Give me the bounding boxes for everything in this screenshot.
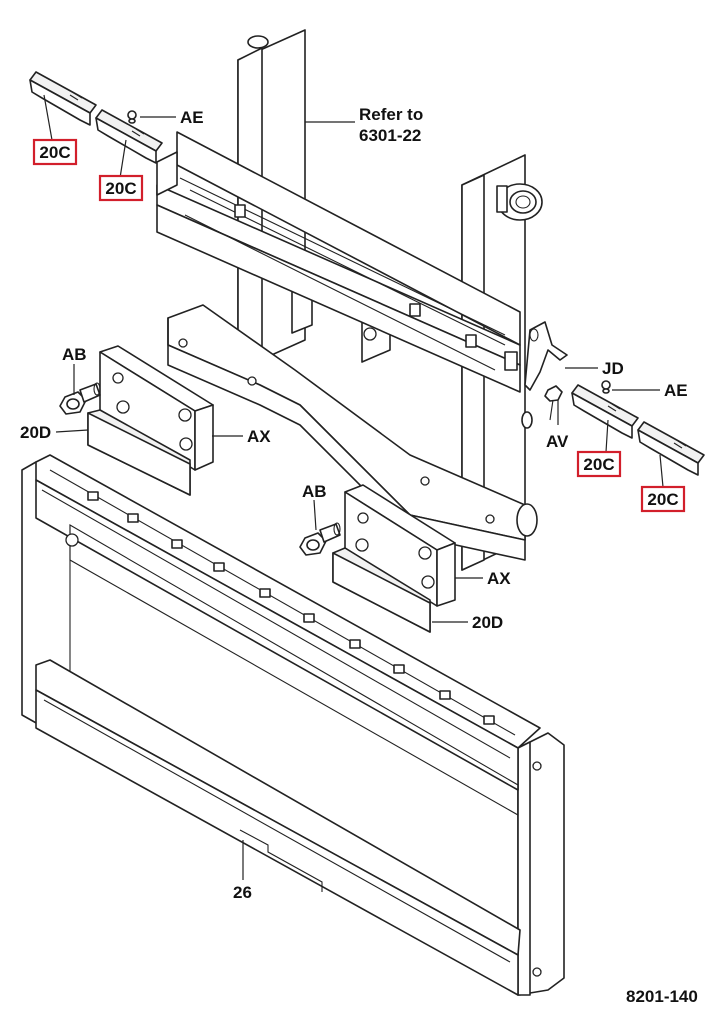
label-part-26: 26 <box>233 883 252 902</box>
label-ax-left: AX <box>247 427 271 446</box>
hook-pad-20c-3 <box>571 384 639 439</box>
label-ax-right: AX <box>487 569 511 588</box>
bolt-ab-right <box>299 522 341 556</box>
label-refer-line2: 6301-22 <box>359 126 421 145</box>
callout-20c-4[interactable]: 20C <box>640 485 686 513</box>
ax-plate-left <box>99 345 214 471</box>
hook-pad-20c-1 <box>29 71 97 126</box>
callout-20c-1-text: 20C <box>39 143 70 162</box>
label-jd: JD <box>602 359 624 378</box>
clip-ae-top <box>127 110 137 124</box>
center-carriage-plate <box>167 304 538 561</box>
fork-carriage-frame <box>21 454 565 996</box>
bolt-ab-left <box>59 382 101 415</box>
label-ae-right: AE <box>664 381 688 400</box>
wear-strip-20d-right <box>332 547 431 633</box>
clip-ae-right <box>601 380 611 394</box>
callout-20c-2[interactable]: 20C <box>98 174 144 202</box>
label-ab-left: AB <box>62 345 87 364</box>
callout-20c-1[interactable]: 20C <box>32 138 78 166</box>
hook-pad-20c-4 <box>637 421 705 476</box>
label-refer-line1: Refer to <box>359 105 423 124</box>
callout-20c-4-text: 20C <box>647 490 678 509</box>
roller-bearing <box>496 183 543 221</box>
spring-clip-jd <box>524 321 568 391</box>
callout-20c-3-text: 20C <box>583 455 614 474</box>
label-20d-left: 20D <box>20 423 51 442</box>
label-av: AV <box>546 432 569 451</box>
bolt-av <box>544 385 563 421</box>
label-ab-right: AB <box>302 482 327 501</box>
drawing-number: 8201-140 <box>626 987 698 1006</box>
callout-20c-3[interactable]: 20C <box>576 450 622 478</box>
upper-carriage-bar <box>156 131 521 393</box>
wear-strip-20d-left <box>87 409 191 496</box>
callout-20c-2-text: 20C <box>105 179 136 198</box>
leader-lines <box>43 94 664 880</box>
label-20d-right: 20D <box>472 613 503 632</box>
label-ae-top: AE <box>180 108 204 127</box>
top-bar-notches <box>87 491 495 725</box>
ax-plate-right <box>344 484 456 607</box>
